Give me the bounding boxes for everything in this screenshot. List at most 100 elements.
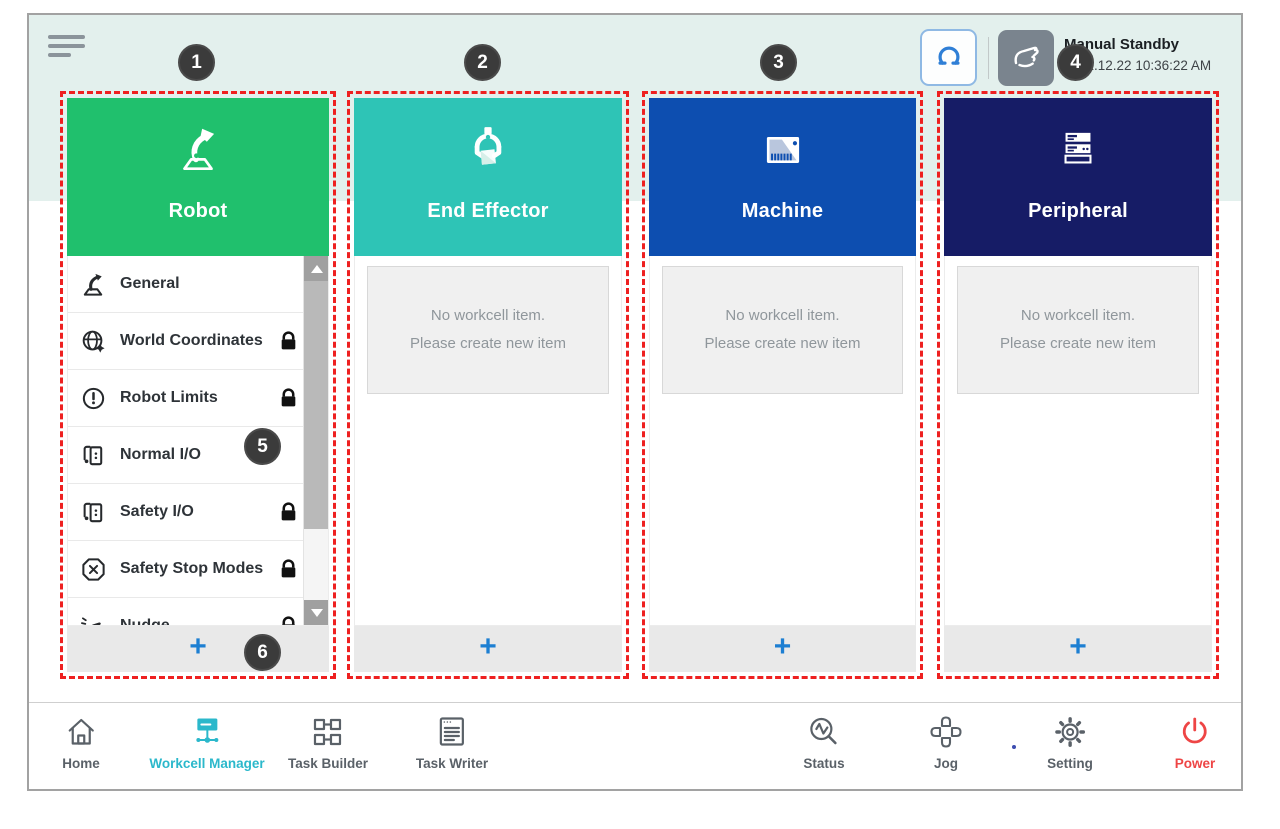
nav-status[interactable]: Status bbox=[803, 712, 845, 771]
status-block: Manual Standby 2022.12.22 10:36:22 AM bbox=[1064, 36, 1244, 73]
peripheral-column: Peripheral No workcell item. Please crea… bbox=[937, 91, 1219, 679]
status-icon bbox=[806, 712, 842, 752]
empty-message-line1: No workcell item. bbox=[725, 307, 840, 325]
callout-5: 5 bbox=[244, 428, 281, 465]
peripheral-icon bbox=[1051, 122, 1105, 178]
gripper-icon bbox=[461, 122, 515, 178]
list-item-label: Safety Stop Modes bbox=[120, 560, 264, 577]
callout-3: 3 bbox=[760, 44, 797, 81]
lock-icon bbox=[279, 615, 298, 625]
app-window: Manual Standby 2022.12.22 10:36:22 AM Ro… bbox=[27, 13, 1243, 791]
peripheral-column-header[interactable]: Peripheral bbox=[944, 98, 1212, 256]
world-coordinates-icon bbox=[80, 328, 107, 355]
empty-message-line1: No workcell item. bbox=[430, 307, 546, 325]
nav-label: Workcell Manager bbox=[149, 756, 265, 771]
nav-label: Setting bbox=[1047, 756, 1093, 771]
list-item-normal-io[interactable]: Normal I/O bbox=[68, 427, 328, 484]
machine-column-title: Machine bbox=[741, 200, 824, 222]
hamburger-menu-icon[interactable] bbox=[48, 35, 88, 65]
callout-4: 4 bbox=[1057, 44, 1094, 81]
io-connector-icon bbox=[80, 499, 107, 526]
scroll-down-button[interactable] bbox=[304, 600, 328, 625]
robot-limits-icon bbox=[80, 385, 107, 412]
lock-icon bbox=[279, 330, 298, 352]
list-item-label: World Coordinates bbox=[120, 332, 263, 349]
nav-home[interactable]: Home bbox=[62, 712, 100, 771]
robot-settings-list: General World Coordinates bbox=[68, 256, 328, 625]
list-item-safety-stop-modes[interactable]: Safety Stop Modes bbox=[68, 541, 328, 598]
empty-workcell-message: No workcell item. Please create new item bbox=[957, 266, 1199, 394]
status-datetime: 2022.12.22 10:36:22 AM bbox=[1064, 58, 1212, 73]
plus-icon: + bbox=[1069, 630, 1087, 663]
task-builder-icon bbox=[310, 712, 346, 752]
machine-column-body: No workcell item. Please create new item bbox=[649, 256, 916, 626]
jog-icon bbox=[928, 712, 964, 752]
end-effector-add-item-button[interactable]: + bbox=[354, 626, 622, 672]
io-connector-icon bbox=[80, 442, 107, 469]
setting-icon bbox=[1052, 712, 1088, 752]
scroll-up-button[interactable] bbox=[304, 256, 328, 281]
list-item-general[interactable]: General bbox=[68, 256, 328, 313]
stop-modes-icon bbox=[80, 556, 107, 583]
nav-label: Jog bbox=[933, 756, 958, 771]
empty-workcell-message: No workcell item. Please create new item bbox=[662, 266, 903, 394]
list-item-nudge[interactable]: Nudge bbox=[68, 598, 328, 625]
nav-label: Status bbox=[803, 756, 845, 771]
lock-icon bbox=[279, 558, 298, 580]
hand-guide-icon bbox=[1007, 37, 1045, 80]
plus-icon: + bbox=[479, 630, 497, 663]
status-mode-label: Manual Standby bbox=[1064, 36, 1180, 53]
robot-arm-icon bbox=[171, 122, 225, 178]
list-item-label: Robot Limits bbox=[120, 389, 218, 406]
callout-1: 1 bbox=[178, 44, 215, 81]
task-writer-icon bbox=[434, 712, 470, 752]
empty-message-line2: Please create new item bbox=[1000, 335, 1156, 352]
list-item-robot-limits[interactable]: Robot Limits bbox=[68, 370, 328, 427]
machine-icon bbox=[756, 122, 810, 178]
end-effector-column: End Effector No workcell item. Please cr… bbox=[347, 91, 629, 679]
hand-guide-button[interactable] bbox=[998, 30, 1054, 86]
nudge-hand-icon bbox=[80, 613, 107, 625]
robot-column-header[interactable]: Robot bbox=[67, 98, 329, 256]
peripheral-column-title: Peripheral bbox=[1028, 200, 1128, 222]
peripheral-add-item-button[interactable]: + bbox=[944, 626, 1212, 672]
empty-message-line2: Please create new item bbox=[410, 335, 566, 352]
nav-label: Task Writer bbox=[415, 756, 489, 771]
nav-task-builder[interactable]: Task Builder bbox=[288, 712, 368, 771]
nav-jog[interactable]: Jog bbox=[928, 712, 964, 771]
up-arrow-icon bbox=[310, 264, 323, 273]
nav-task-writer[interactable]: Task Writer bbox=[416, 712, 488, 771]
peripheral-column-body: No workcell item. Please create new item bbox=[944, 256, 1212, 626]
nav-label: Home bbox=[62, 756, 100, 771]
plus-icon: + bbox=[773, 630, 792, 663]
empty-message-line2: Please create new item bbox=[704, 335, 861, 352]
end-effector-column-header[interactable]: End Effector bbox=[354, 98, 622, 256]
callout-2: 2 bbox=[464, 44, 501, 81]
lock-icon bbox=[279, 387, 298, 409]
down-arrow-icon bbox=[310, 608, 323, 617]
robot-mode-button[interactable] bbox=[920, 29, 977, 86]
list-item-label: Safety I/O bbox=[120, 503, 194, 520]
list-item-label: Nudge bbox=[120, 617, 170, 625]
topbar-divider bbox=[988, 37, 989, 79]
bottom-nav-bar: Home Workcell Manager bbox=[29, 702, 1241, 789]
machine-column: Machine No workcell item. Please create … bbox=[642, 91, 923, 679]
machine-column-header[interactable]: Machine bbox=[649, 98, 916, 256]
robot-column-body: General World Coordinates bbox=[67, 256, 329, 626]
nav-power[interactable]: Power bbox=[1175, 712, 1215, 771]
robot-add-item-button[interactable]: + bbox=[67, 626, 329, 672]
lock-icon bbox=[279, 501, 298, 523]
robot-column: Robot General bbox=[60, 91, 336, 679]
scrollbar-thumb[interactable] bbox=[304, 281, 328, 529]
machine-add-item-button[interactable]: + bbox=[649, 626, 916, 672]
nav-workcell-manager[interactable]: Workcell Manager bbox=[149, 712, 265, 771]
list-item-label: Normal I/O bbox=[120, 446, 201, 463]
list-item-world-coordinates[interactable]: World Coordinates bbox=[68, 313, 328, 370]
home-icon bbox=[63, 712, 99, 752]
list-item-label: General bbox=[120, 275, 180, 292]
list-item-safety-io[interactable]: Safety I/O bbox=[68, 484, 328, 541]
nav-setting[interactable]: Setting bbox=[1047, 712, 1093, 771]
list-scrollbar[interactable] bbox=[303, 256, 328, 625]
dot-indicator bbox=[1012, 745, 1016, 749]
